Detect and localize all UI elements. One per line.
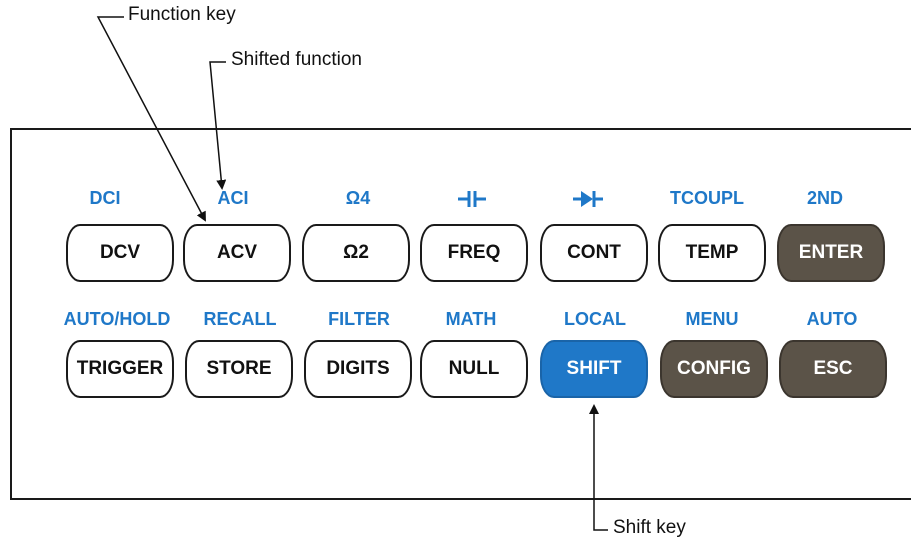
store-key[interactable]: STORE [185, 340, 293, 398]
digits-key[interactable]: DIGITS [304, 340, 412, 398]
esc-key[interactable]: ESC [779, 340, 887, 398]
diode-icon [518, 188, 658, 209]
shifted-label-tcoupl: TCOUPL [670, 188, 744, 208]
shifted-label-math: MATH [445, 309, 497, 329]
shift-key-leader-line [589, 404, 608, 531]
capacitor-icon [402, 188, 542, 209]
shifted-label-auto: AUTO [806, 309, 858, 329]
shifted-function-callout: Shifted function [231, 49, 362, 70]
shifted-label-dci: DCI [89, 188, 121, 208]
shifted-label-auto-hold: AUTO/HOLD [63, 309, 171, 329]
shifted-label-local: LOCAL [564, 309, 626, 329]
shifted-label-recall: RECALL [203, 309, 277, 329]
acv-key[interactable]: ACV [183, 224, 291, 282]
ohm2-key[interactable]: Ω2 [302, 224, 410, 282]
cont-key[interactable]: CONT [540, 224, 648, 282]
freq-key[interactable]: FREQ [420, 224, 528, 282]
null-key[interactable]: NULL [420, 340, 528, 398]
function-key-callout: Function key [128, 4, 236, 25]
enter-key[interactable]: ENTER [777, 224, 885, 282]
shifted-label-ohm4: Ω4 [345, 188, 371, 208]
shift-key[interactable]: SHIFT [540, 340, 648, 398]
front-panel [10, 128, 911, 500]
dcv-key[interactable]: DCV [66, 224, 174, 282]
config-key[interactable]: CONFIG [660, 340, 768, 398]
shifted-function-leader-line [209, 61, 227, 190]
trigger-key[interactable]: TRIGGER [66, 340, 174, 398]
function-key-leader-line [96, 16, 206, 222]
shifted-label-2nd: 2ND [806, 188, 843, 208]
shifted-label-menu: MENU [685, 309, 739, 329]
shifted-label-filter: FILTER [328, 309, 390, 329]
shifted-label-aci: ACI [217, 188, 249, 208]
temp-key[interactable]: TEMP [658, 224, 766, 282]
shift-key-callout: Shift key [613, 517, 686, 538]
